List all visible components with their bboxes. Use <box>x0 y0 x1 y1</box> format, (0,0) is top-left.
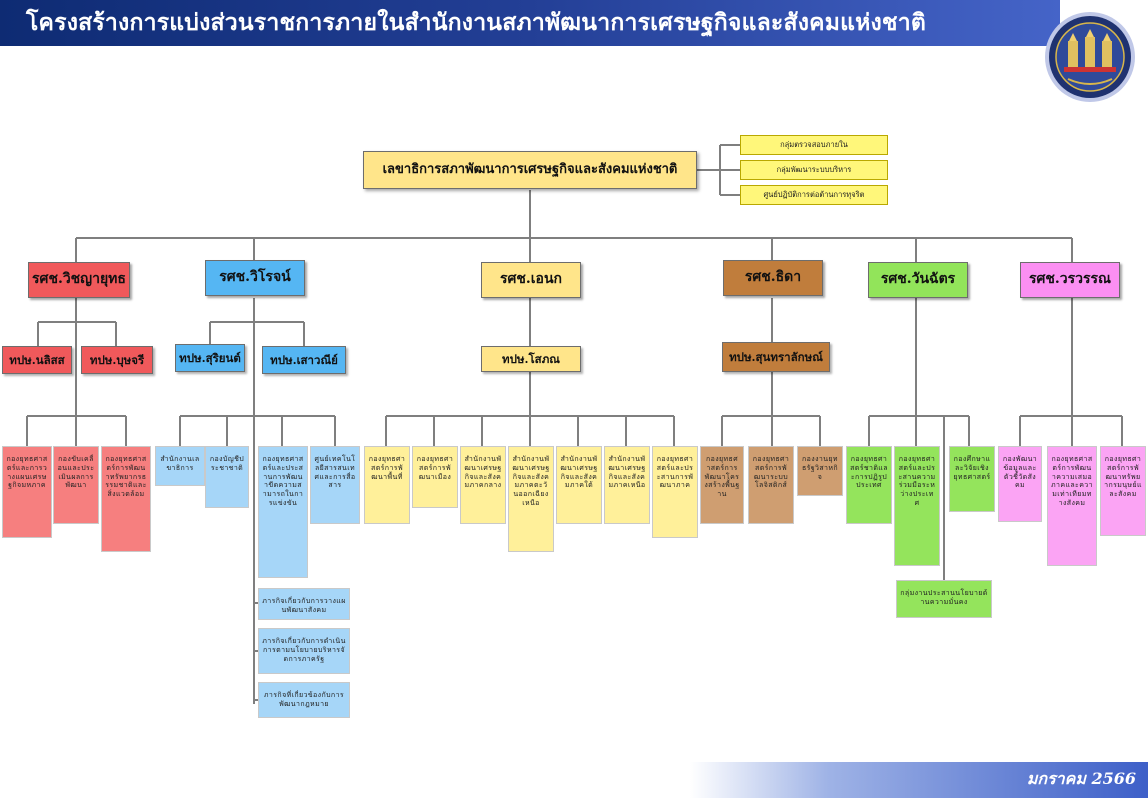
unit-box: สำนักงานพัฒนาเศรษฐกิจและสังคมภาคกลาง <box>460 446 506 524</box>
header-bar <box>0 0 1060 46</box>
unit-box: กองยุทธศาสตร์และประสานการพัฒนาภาค <box>652 446 698 538</box>
unit-box: กองยุทธศาสตร์การพัฒนาทรัพยากรธรรมชาติและ… <box>101 446 151 552</box>
deputy-box-5: รศช.วันฉัตร <box>868 262 968 298</box>
unit-box: สำนักงานพัฒนาเศรษฐกิจและสังคมภาคตะวันออก… <box>508 446 554 552</box>
unit-box: กองงานยุทธรัฐวิสาหกิจ <box>797 446 843 496</box>
unit-box: กองยุทธศาสตร์การพัฒนาพื้นที่ <box>364 446 410 524</box>
unit-box: กองยุทธศาสตร์และประสานความร่วมมือระหว่าง… <box>894 446 940 566</box>
unit-box: ศูนย์เทคโนโลยีสารสนเทศและการสื่อสาร <box>310 446 360 524</box>
side-unit-admin-development: กลุ่มพัฒนาระบบบริหาร <box>740 160 888 180</box>
seal-emblem-icon <box>1045 12 1135 102</box>
unit-box: กองยุทธศาสตร์การพัฒนาโครงสร้างพื้นฐาน <box>700 446 744 524</box>
deputy-box-1: รศช.วิชญายุทธ <box>28 262 130 298</box>
unit-box: กองยุทธศาสตร์การพัฒนาเมือง <box>412 446 458 508</box>
unit-box: กองขับเคลื่อนและประเมินผลการพัฒนา <box>53 446 99 524</box>
unit-box: กองยุทธศาสตร์ชาติและการปฏิรูปประเทศ <box>846 446 892 524</box>
deputy-box-6: รศช.วรวรรณ <box>1020 262 1120 298</box>
deputy-box-2: รศช.วิโรจน์ <box>205 260 305 296</box>
mission-box: ภารกิจเกี่ยวกับการวางแผนพัฒนาสังคม <box>258 588 350 620</box>
secretary-general-box: เลขาธิการสภาพัฒนาการเศรษฐกิจและสังคมแห่ง… <box>363 151 697 189</box>
unit-box: กองยุทธศาสตร์และการวางแผนเศรษฐกิจมหภาค <box>2 446 52 538</box>
deputy-box-4: รศช.ธิดา <box>723 260 823 296</box>
unit-box: กองยุทธศาสตร์การพัฒนาความเสมอภาคและความเ… <box>1047 446 1097 566</box>
unit-box: สำนักงานเลขาธิการ <box>155 446 205 486</box>
side-unit-internal-audit: กลุ่มตรวจสอบภายใน <box>740 135 888 155</box>
advisor-box-1: ทปษ.นลิสส <box>2 346 72 374</box>
mission-box: ภารกิจที่เกี่ยวข้องกับการพัฒนากฎหมาย <box>258 682 350 718</box>
unit-box: กองยุทธศาสตร์การพัฒนาระบบโลจิสติกส์ <box>748 446 794 524</box>
advisor-box-6: ทปษ.สุนทราลักษณ์ <box>722 342 830 372</box>
advisor-box-4: ทปษ.เสาวณีย์ <box>262 346 346 374</box>
advisor-box-5: ทปษ.โสภณ <box>481 346 581 372</box>
unit-box: กองพัฒนาข้อมูลและตัวชี้วัดสังคม <box>998 446 1042 522</box>
unit-box: สำนักงานพัฒนาเศรษฐกิจและสังคมภาคเหนือ <box>604 446 650 524</box>
unit-box: กองยุทธศาสตร์และประสานการพัฒนาขีดความสาม… <box>258 446 308 578</box>
mission-box: ภารกิจเกี่ยวกับการดำเนินการตามนโยบายบริห… <box>258 628 350 674</box>
advisor-box-3: ทปษ.สุริยนต์ <box>175 344 245 372</box>
page-title: โครงสร้างการแบ่งส่วนราชการภายในสำนักงานส… <box>26 9 926 36</box>
unit-box: กองบัญชีประชาชาติ <box>205 446 249 508</box>
security-unit-box: กลุ่มงานประสานนโยบายด้านความมั่นคง <box>896 580 992 618</box>
footer-bar <box>690 762 1148 798</box>
advisor-box-2: ทปษ.บุษจรี <box>81 346 153 374</box>
unit-box: กองศึกษาและวิจัยเชิงยุทธศาสตร์ <box>949 446 995 512</box>
side-unit-anti-corruption: ศูนย์ปฏิบัติการต่อต้านการทุจริต <box>740 185 888 205</box>
footer-date: มกราคม 2566 <box>1026 769 1136 788</box>
deputy-box-3: รศช.เอนก <box>481 262 581 298</box>
unit-box: สำนักงานพัฒนาเศรษฐกิจและสังคมภาคใต้ <box>556 446 602 524</box>
unit-box: กองยุทธศาสตร์การพัฒนาทรัพยากรมนุษย์และสั… <box>1100 446 1146 536</box>
